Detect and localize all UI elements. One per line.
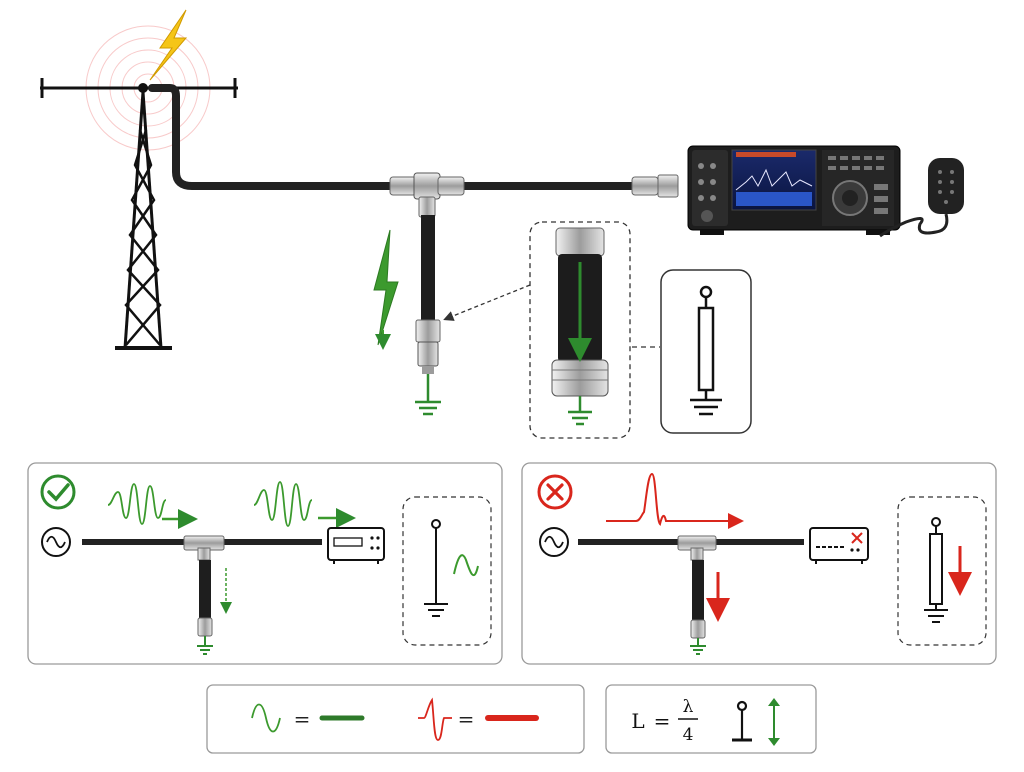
pass-inset xyxy=(402,496,492,646)
sine-wave-legend-icon xyxy=(251,703,281,733)
rf-signal-wave xyxy=(453,554,479,577)
rf-signal-wave xyxy=(253,481,313,527)
legend-panel xyxy=(206,684,585,754)
receiver-device-blocked xyxy=(809,527,869,564)
formula-denominator: 4 xyxy=(683,725,694,745)
ground-icon xyxy=(197,636,213,655)
tee-connector xyxy=(677,535,717,561)
formula-numerator: λ xyxy=(683,697,694,717)
formula-panel xyxy=(605,684,817,754)
coax-feedline xyxy=(148,84,404,190)
check-circle-icon xyxy=(40,474,76,510)
x-circle-icon xyxy=(537,474,573,510)
tee-connector-main xyxy=(389,172,465,218)
surge-to-ground-icon xyxy=(373,229,399,346)
lightning-pulse xyxy=(606,472,744,529)
pass-scenario-panel xyxy=(27,462,503,665)
lightning-strike-icon xyxy=(149,9,188,81)
reject-scenario-panel xyxy=(521,462,997,665)
length-arrow-icon xyxy=(768,698,780,746)
ground-icon xyxy=(415,374,441,416)
formula-length: L xyxy=(631,709,644,733)
sine-source-icon xyxy=(41,527,71,557)
zoom-pointer xyxy=(443,284,531,321)
legend-equals-1: = xyxy=(294,707,311,731)
tee-connector xyxy=(183,535,225,561)
ground-icon xyxy=(690,638,706,655)
stub-schematic-symbol xyxy=(690,285,722,416)
stub-zoom-panel xyxy=(529,221,631,439)
rf-signal-wave xyxy=(107,483,167,525)
reject-inset xyxy=(897,496,987,646)
stub-zoom-detail xyxy=(551,227,609,397)
legend-equals-2: = xyxy=(458,707,475,731)
hand-microphone xyxy=(879,158,964,238)
radio-connector xyxy=(631,174,679,198)
stub-end-connector xyxy=(415,319,441,374)
stub-symbol-icon xyxy=(732,700,752,742)
pulse-legend-icon xyxy=(418,697,452,741)
ground-icon xyxy=(568,396,592,426)
antenna-tower xyxy=(115,91,172,350)
quarter-wave-stub-coax xyxy=(421,215,435,323)
formula-equals: = xyxy=(654,709,671,733)
sine-source-icon xyxy=(539,527,569,557)
receiver-device xyxy=(327,527,385,564)
antenna-dipole xyxy=(40,78,238,98)
transceiver-radio xyxy=(687,145,901,235)
